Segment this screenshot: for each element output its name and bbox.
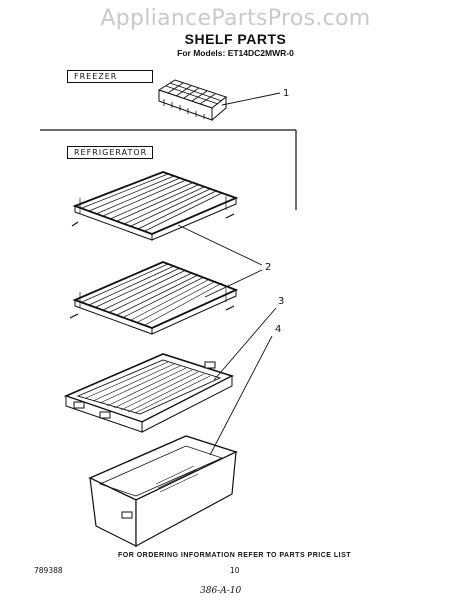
refrigerator-section-label: REFRIGERATOR xyxy=(67,146,153,159)
crisper-cover xyxy=(63,353,235,433)
callout-1: 1 xyxy=(283,88,290,99)
ordering-note: FOR ORDERING INFORMATION REFER TO PARTS … xyxy=(118,552,352,559)
watermark-text: AppliancePartsPros.com xyxy=(100,6,371,31)
leader-lines xyxy=(177,92,281,456)
page-number: 10 xyxy=(230,566,240,575)
crisper-pan xyxy=(88,435,238,548)
callout-4: 4 xyxy=(275,324,282,335)
wire-shelf-lower xyxy=(69,261,239,335)
wire-shelf-upper xyxy=(71,171,239,241)
ice-tray xyxy=(157,79,228,122)
page-title: SHELF PARTS xyxy=(184,31,287,47)
callout-2: 2 xyxy=(265,262,272,273)
model-subtitle: For Models: ET14DC2MWR-0 xyxy=(177,48,294,58)
freezer-section-label: FREEZER xyxy=(67,70,153,83)
document-number: 789388 xyxy=(34,566,63,575)
callout-3: 3 xyxy=(278,296,285,307)
section-divider xyxy=(40,129,297,210)
handwritten-reference: 386-A-10 xyxy=(200,586,242,596)
